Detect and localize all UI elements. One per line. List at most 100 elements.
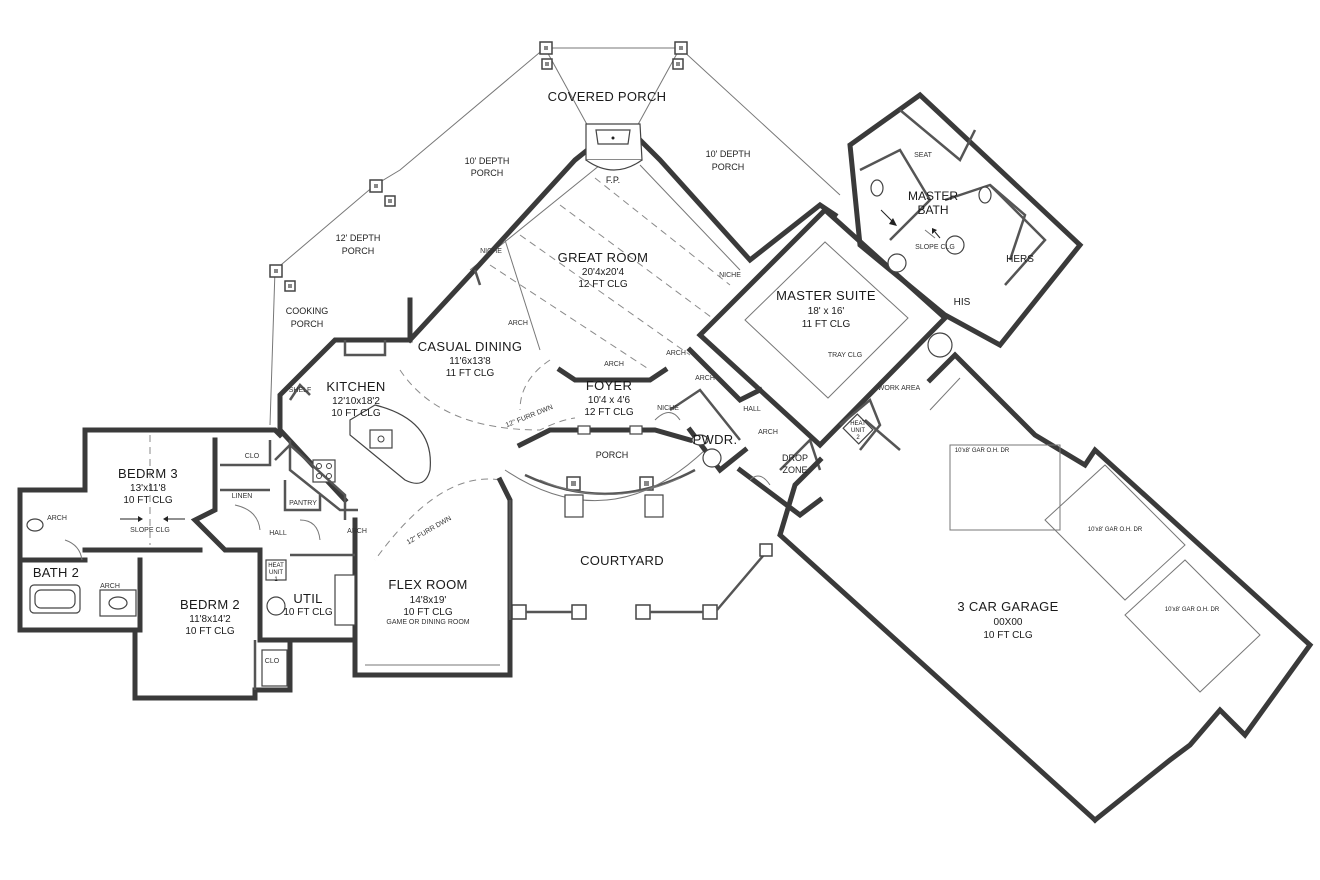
garage-ceiling: 10 FT CLG (983, 630, 1032, 641)
clo-bed2-label: CLO (265, 658, 280, 665)
clo-bed3-label: CLO (245, 453, 260, 460)
bedrm3-ceiling: 10 FT CLG (123, 495, 172, 506)
fireplace (585, 123, 643, 171)
kitchen-ceiling: 10 FT CLG (331, 408, 380, 419)
work-area-label: WORK AREA (878, 385, 921, 392)
drop-zone-label-1: DROP (782, 453, 808, 463)
great-room-size: 20'4x20'4 (582, 267, 625, 278)
bedrm3-size: 13'x11'8 (130, 483, 166, 494)
kitchen-size: 12'10x18'2 (332, 396, 380, 407)
garage-size: 00X00 (994, 617, 1023, 628)
heat-unit-2-a: HEAT (850, 421, 866, 427)
kitchen-counters (288, 440, 358, 512)
flex-room-size: 14'8x19' (410, 595, 447, 606)
arch-kitchen-label: ARCH (347, 528, 367, 535)
arch-hall-master-label: ARCH (695, 375, 715, 382)
arch-dining-label: ARCH (508, 320, 528, 327)
flex-room-note: GAME OR DINING ROOM (386, 619, 469, 626)
bedrm3-slope: SLOPE CLG (130, 527, 170, 534)
furr-flex-label: 12" FURR DWN (406, 515, 453, 546)
porch-12-depth-label: 12' DEPTH (336, 233, 381, 243)
foyer-walls (516, 366, 694, 449)
casual-dining-name: CASUAL DINING (418, 339, 523, 354)
slope-clg-master-label: SLOPE CLG (915, 244, 955, 251)
foyer-name: FOYER (586, 378, 632, 393)
porch-post (635, 604, 651, 620)
porch-post (541, 58, 553, 70)
arch-foyer-label: ARCH (604, 361, 624, 368)
kitchen-name: KITCHEN (326, 379, 385, 394)
niche-left-label: NICHE (480, 248, 502, 255)
arch-bath2-label: ARCH (100, 583, 120, 590)
labels: COVERED PORCH 10' DEPTH PORCH 10' DEPTH … (33, 89, 1220, 665)
heat-unit-2-b: UNIT (851, 428, 865, 434)
arch-bedrm3-label: ARCH (47, 515, 67, 522)
porch-right-depth-label: 10' DEPTH (706, 149, 751, 159)
porch-right-porch-label: PORCH (712, 162, 745, 172)
porch-post (369, 179, 383, 193)
garage-name: 3 CAR GARAGE (957, 599, 1058, 614)
master-suite-tray: TRAY CLG (828, 352, 862, 359)
kitchen-island (349, 404, 431, 484)
his-label: HIS (954, 297, 971, 308)
casual-dining-size: 11'6x13'8 (449, 356, 491, 367)
foyer-size: 10'4 x 4'6 (588, 395, 631, 406)
fireplace-label: F.P. (606, 175, 620, 185)
porch-post (702, 604, 718, 620)
garage-doors (949, 444, 1261, 693)
master-bath-label-2: BATH (917, 203, 948, 217)
porch-post (672, 58, 684, 70)
great-room-beams (489, 177, 731, 371)
linen-label: LINEN (232, 493, 253, 500)
casual-dining-ceiling: 11 FT CLG (446, 368, 495, 379)
flex-room-ceiling: 10 FT CLG (403, 607, 452, 618)
hers-label: HERS (1006, 254, 1034, 265)
arch-great-right-label: ARCH (666, 350, 686, 357)
heat-unit-1-b: UNIT (269, 570, 283, 576)
garage-door-2-label: 10'x8' GAR O.H. DR (1088, 527, 1143, 533)
master-suite-ceiling: 11 FT CLG (802, 319, 851, 330)
hall-walls (190, 437, 347, 553)
courtyard-walls (526, 543, 773, 614)
bedrm2-walls (62, 557, 293, 701)
great-room-ceiling: 12 FT CLG (578, 279, 627, 290)
porch-post (674, 41, 688, 55)
porch-post (571, 604, 587, 620)
hall-beds-label: HALL (269, 530, 287, 537)
bath2-walls (17, 518, 137, 617)
util-walls (257, 552, 358, 643)
heat-unit-2-c: 2 (856, 435, 860, 441)
heat-unit-1-c: 1 (274, 577, 278, 583)
master-suite-walls (696, 206, 949, 451)
master-suite-size: 18' x 16' (808, 306, 845, 317)
front-porch (374, 449, 706, 561)
furr-kitchen-label: 12" FURR DWN (505, 404, 554, 429)
hall-master-label: HALL (743, 406, 761, 413)
porch-left-porch-label: PORCH (471, 168, 504, 178)
niche-right-label: NICHE (719, 272, 741, 279)
garage-walls (777, 351, 1314, 824)
cooking-porch-label-2: PORCH (291, 319, 324, 329)
util-ceiling: 10 FT CLG (283, 607, 332, 618)
porch-post (511, 604, 527, 620)
util-name: UTIL (293, 591, 322, 606)
pwdr-name: PWDR. (693, 432, 738, 447)
bedrm3-walls (17, 427, 284, 633)
porch-12-porch-label: PORCH (342, 246, 375, 256)
bedrm2-name: BEDRM 2 (180, 597, 240, 612)
flex-room-name: FLEX ROOM (388, 577, 467, 592)
master-suite-name: MASTER SUITE (776, 288, 876, 303)
front-porch-name: PORCH (596, 450, 629, 460)
shelf-label: SHELF (289, 387, 312, 394)
foyer-ceiling: 12 FT CLG (584, 407, 633, 418)
cooking-porch-label-1: COOKING (286, 306, 329, 316)
porch-post (566, 476, 581, 491)
slope-arrows (120, 209, 941, 522)
porch-post (384, 195, 396, 207)
porch-left-depth-label: 10' DEPTH (465, 156, 510, 166)
master-bath-walls (847, 91, 1084, 358)
bedrm2-ceiling: 10 FT CLG (185, 626, 234, 637)
niche-foyer-label: NICHE (657, 405, 679, 412)
seat-label: SEAT (914, 152, 932, 159)
